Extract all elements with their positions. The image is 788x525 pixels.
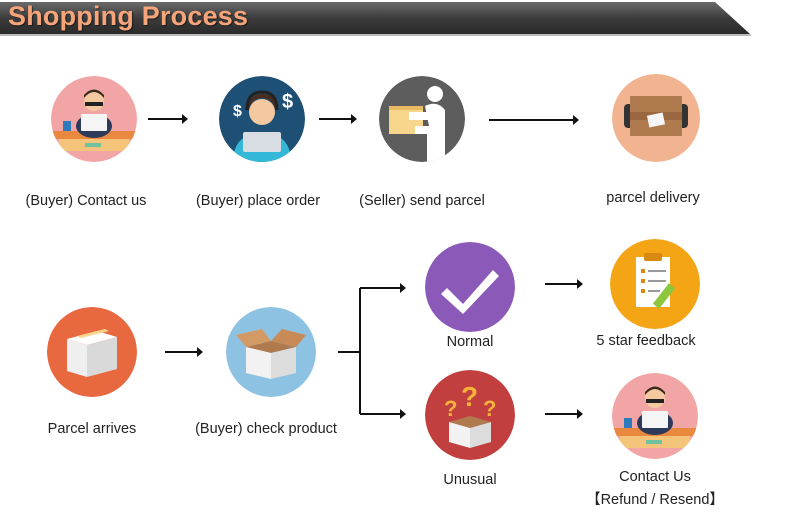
feedback-document-icon bbox=[610, 239, 700, 329]
branch-connector bbox=[338, 283, 406, 419]
refund-resend-label: 【Refund / Resend】 bbox=[586, 492, 724, 508]
arrow-right-icon bbox=[319, 114, 357, 124]
question-box-icon: ? ? ? bbox=[425, 370, 515, 460]
customer-service-dollar-icon: $ $ bbox=[219, 76, 305, 162]
place-order-label: (Buyer) place order bbox=[195, 193, 321, 209]
closed-box-icon bbox=[47, 307, 137, 397]
send-parcel-step-icon bbox=[379, 76, 465, 162]
unusual-label: Unusual bbox=[443, 472, 497, 488]
checkmark-icon bbox=[425, 242, 515, 332]
support-person-icon bbox=[612, 373, 698, 459]
contact-us-refund-label: Contact Us bbox=[619, 469, 691, 485]
header-bar bbox=[0, 2, 752, 36]
svg-text:$: $ bbox=[282, 91, 293, 113]
check-product-step-icon bbox=[226, 307, 316, 397]
arrow-right-icon bbox=[489, 115, 579, 125]
svg-text:?: ? bbox=[461, 381, 478, 412]
arrow-right-icon bbox=[148, 114, 188, 124]
arrow-right-icon bbox=[545, 279, 583, 289]
parcel-delivery-step-icon bbox=[612, 74, 700, 162]
contact-us-label: (Buyer) Contact us bbox=[25, 193, 147, 209]
svg-text:$: $ bbox=[233, 103, 242, 120]
send-parcel-label: (Seller) send parcel bbox=[359, 193, 485, 209]
parcel-top-view-icon bbox=[612, 74, 700, 162]
unusual-step-icon: ? ? ? bbox=[425, 370, 515, 460]
normal-step-icon bbox=[425, 242, 515, 332]
normal-label: Normal bbox=[446, 334, 494, 350]
support-person-icon bbox=[51, 76, 137, 162]
five-star-feedback-label: 5 star feedback bbox=[596, 333, 696, 349]
parcel-arrives-step-icon bbox=[47, 307, 137, 397]
svg-text:?: ? bbox=[444, 396, 457, 421]
check-product-label: (Buyer) check product bbox=[195, 421, 337, 437]
place-order-step-icon: $ $ bbox=[219, 76, 305, 162]
arrow-right-icon bbox=[165, 347, 203, 357]
five-star-feedback-step-icon bbox=[610, 239, 700, 329]
open-box-icon bbox=[226, 307, 316, 397]
contact-us-step-icon bbox=[51, 76, 137, 162]
page-title: Shopping Process bbox=[8, 1, 249, 31]
hand-holding-box-icon bbox=[379, 76, 465, 162]
parcel-arrives-label: Parcel arrives bbox=[47, 421, 137, 437]
arrow-right-icon bbox=[545, 409, 583, 419]
parcel-delivery-label: parcel delivery bbox=[606, 190, 700, 206]
contact-us-refund-step-icon bbox=[612, 373, 698, 459]
svg-text:?: ? bbox=[483, 396, 496, 421]
